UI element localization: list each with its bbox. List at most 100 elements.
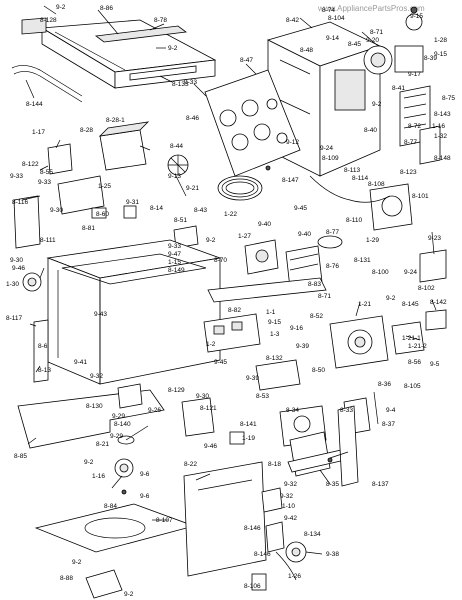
part-label: 9-43 bbox=[94, 311, 107, 318]
part-label: 9-2 bbox=[372, 101, 382, 108]
stirrer-motor-left bbox=[22, 272, 42, 292]
part-label: 8-72 bbox=[408, 123, 421, 130]
relay-block bbox=[255, 359, 301, 391]
part-label: 8-143 bbox=[434, 111, 451, 118]
cord-clamp bbox=[261, 487, 283, 513]
part-label: 8-33 bbox=[340, 407, 353, 414]
corner-insulator bbox=[21, 17, 47, 35]
part-label: 9-2 bbox=[72, 559, 82, 566]
damper-motor-bracket bbox=[391, 321, 425, 355]
part-label: 8-81 bbox=[82, 225, 95, 232]
part-label: 8-117 bbox=[6, 315, 23, 322]
side-trim-strip bbox=[11, 65, 83, 103]
part-label: 9-32 bbox=[90, 373, 103, 380]
bottom-base-plate bbox=[34, 503, 196, 553]
part-label: 1-10 bbox=[282, 503, 295, 510]
part-label: 8-48 bbox=[300, 47, 313, 54]
part-label: 9-2 bbox=[124, 591, 134, 598]
part-label: 8-104 bbox=[328, 15, 345, 22]
label-plate bbox=[251, 573, 267, 591]
control-circuit-board bbox=[203, 313, 261, 353]
power-cord-plug bbox=[265, 521, 297, 581]
part-label: 9-29 bbox=[112, 413, 125, 420]
part-label: 8-43 bbox=[194, 207, 207, 214]
part-label: 8-18 bbox=[268, 461, 281, 468]
part-label: 8-121 bbox=[200, 405, 217, 412]
part-label: 8-116 bbox=[12, 199, 29, 206]
part-label: 9-33 bbox=[184, 79, 197, 86]
heater-coil-element bbox=[217, 175, 263, 201]
part-label: 9-2 bbox=[84, 459, 94, 466]
top-rail-bracket bbox=[94, 25, 188, 43]
part-label: 8-75 bbox=[442, 95, 455, 102]
door-latch-switch-block bbox=[47, 143, 73, 175]
part-label: 8-146 bbox=[244, 525, 261, 532]
part-label: 9-5 bbox=[430, 361, 440, 368]
thermal-cutout-bracket bbox=[117, 383, 143, 409]
part-label: 9-2 bbox=[386, 295, 396, 302]
part-label: 8-71 bbox=[370, 29, 383, 36]
part-label: 8-53 bbox=[256, 393, 269, 400]
part-label: 1-28 bbox=[434, 37, 447, 44]
part-label: 9-21 bbox=[186, 185, 199, 192]
part-label: 9-33 bbox=[38, 179, 51, 186]
part-label: 8-147 bbox=[282, 177, 299, 184]
part-label: 1-27 bbox=[238, 233, 251, 240]
part-label: 8-88 bbox=[60, 575, 73, 582]
high-voltage-transformer bbox=[285, 245, 323, 289]
part-label: 9-32 bbox=[280, 493, 293, 500]
terminal-block bbox=[229, 431, 245, 445]
part-label: 8-45 bbox=[348, 41, 361, 48]
part-label: 9-41 bbox=[74, 359, 87, 366]
part-label: 8-47 bbox=[240, 57, 253, 64]
part-label: 9-47 bbox=[168, 251, 181, 258]
small-switch-a bbox=[91, 207, 107, 219]
part-label: 1-16 bbox=[92, 473, 105, 480]
part-label: 9-14 bbox=[326, 35, 339, 42]
part-label: 9-33 bbox=[10, 173, 23, 180]
part-label: 1-22 bbox=[224, 211, 237, 218]
part-label: 8-102 bbox=[418, 285, 435, 292]
part-label: 8-113 bbox=[344, 167, 361, 174]
part-label: 9-24 bbox=[320, 145, 333, 152]
convection-fan-blade bbox=[167, 154, 189, 176]
part-label: 8-41 bbox=[392, 85, 405, 92]
part-label: 8-133 bbox=[172, 81, 189, 88]
top-cover-panel bbox=[40, 19, 217, 89]
part-label: 8-44 bbox=[170, 143, 183, 150]
top-edge-spacer bbox=[129, 65, 197, 81]
part-label: 8-134 bbox=[304, 531, 321, 538]
leader-lines bbox=[21, 5, 437, 555]
part-label: 1-3 bbox=[270, 331, 280, 338]
part-label: 9-29 bbox=[110, 433, 123, 440]
part-label: 8-60 bbox=[96, 211, 109, 218]
part-label: 9-6 bbox=[140, 493, 150, 500]
watermark-text: www.AppliancePartsPros.com bbox=[317, 4, 425, 13]
part-label: 8-71 bbox=[318, 293, 331, 300]
part-label: 8-111 bbox=[40, 237, 56, 244]
part-label: 8-140 bbox=[114, 421, 131, 428]
part-label: 8-52 bbox=[310, 313, 323, 320]
part-label: 9-40 bbox=[258, 221, 271, 228]
part-label: 9-45 bbox=[294, 205, 307, 212]
part-label: 1-19 bbox=[242, 435, 255, 442]
wire-harness bbox=[309, 175, 391, 203]
part-label: 9-26 bbox=[148, 407, 161, 414]
part-label: 8-39 bbox=[424, 55, 437, 62]
part-label: 1-26 bbox=[288, 573, 301, 580]
part-label: 8-114 bbox=[352, 175, 369, 182]
part-label: 8-78 bbox=[154, 17, 167, 24]
part-label: 8-6 bbox=[38, 343, 48, 350]
part-label: 8-101 bbox=[412, 193, 429, 200]
noise-filter bbox=[181, 397, 215, 437]
part-label: 8-36 bbox=[378, 381, 391, 388]
magnetron bbox=[244, 239, 279, 275]
part-label: 1-17 bbox=[32, 129, 45, 136]
part-labels: 8-128 9-2 8-86 8-78 9-2 8-133 8-144 9-33… bbox=[6, 4, 455, 598]
part-label: 8-28 bbox=[80, 127, 93, 134]
part-label: 1-30 bbox=[6, 281, 19, 288]
part-label: 9-6 bbox=[140, 471, 150, 478]
part-label: 8-85 bbox=[14, 453, 27, 460]
part-label: 8-107 bbox=[156, 517, 173, 524]
